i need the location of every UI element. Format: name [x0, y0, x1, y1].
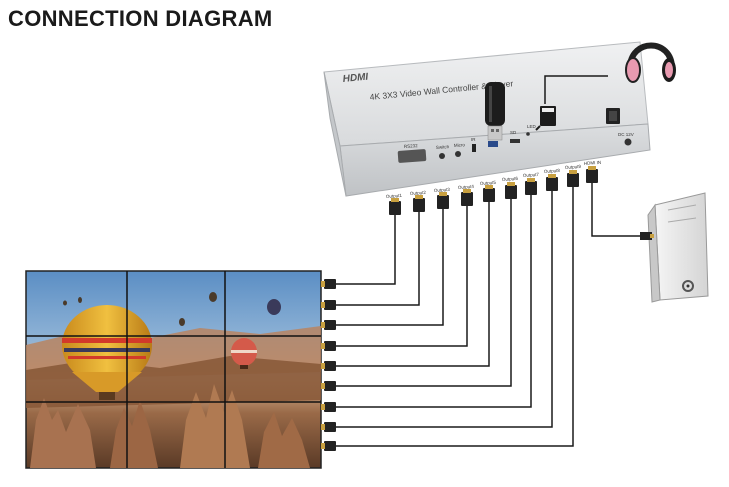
dc-jack: [624, 138, 632, 146]
usb-port: [488, 141, 498, 147]
pc-tower-icon: [640, 192, 709, 303]
switch-label: Switch: [436, 144, 450, 150]
dc-label: DC 12V: [618, 132, 634, 137]
output-label: Output4: [458, 184, 475, 190]
rs232-port: [397, 149, 427, 163]
output-ports: Output1 Output2 Output3 Output4 Output5 …: [386, 160, 602, 199]
output-label: Output3: [434, 187, 451, 193]
ir-sensor: [472, 144, 476, 152]
balloon-red: [231, 338, 257, 369]
output-label: Output2: [410, 190, 427, 196]
sd-label: SD: [510, 130, 517, 135]
output-label: Output9: [565, 164, 582, 170]
switch-button: [439, 153, 445, 159]
balloon-small: [78, 297, 82, 303]
front-panel: RS232 Switch Micro IR USB SD LED DC 12V: [397, 108, 634, 163]
hdmi-cables: [336, 183, 640, 447]
output-label: Output7: [523, 172, 540, 178]
screen-plugs: [321, 279, 336, 451]
led-indicator: [526, 132, 530, 136]
sd-card-icon: [535, 106, 556, 131]
hdmi-in-label: HDMI IN: [584, 160, 602, 166]
video-wall-controller: HDMI 4K 3X3 Video Wall Controller & Play…: [323, 41, 651, 215]
headphones-icon: [625, 42, 676, 83]
balloon-small: [209, 292, 217, 302]
usb-flash-drive-icon: [485, 82, 505, 141]
micro-port: [455, 151, 461, 157]
ir-label: IR: [471, 137, 476, 142]
page-title: CONNECTION DIAGRAM: [8, 6, 273, 31]
output-label: Output8: [544, 168, 561, 174]
balloon-small: [63, 300, 67, 306]
balloon-small: [267, 299, 281, 315]
balloon-large: [62, 305, 152, 400]
device-plugs: [389, 166, 598, 215]
output-label: Output5: [480, 180, 497, 186]
micro-label: Micro: [454, 142, 466, 148]
led-label: LED: [527, 124, 537, 129]
brand-logo: HDMI: [342, 72, 369, 85]
sd-slot: [510, 139, 520, 143]
video-wall: [25, 270, 322, 469]
output-label: Output1: [386, 193, 403, 199]
output-label: Output6: [502, 176, 519, 182]
balloon-small: [179, 318, 185, 326]
headphone-cable: [544, 75, 608, 104]
rs232-label: RS232: [404, 143, 419, 149]
pc-hdmi-plug: [640, 232, 652, 240]
